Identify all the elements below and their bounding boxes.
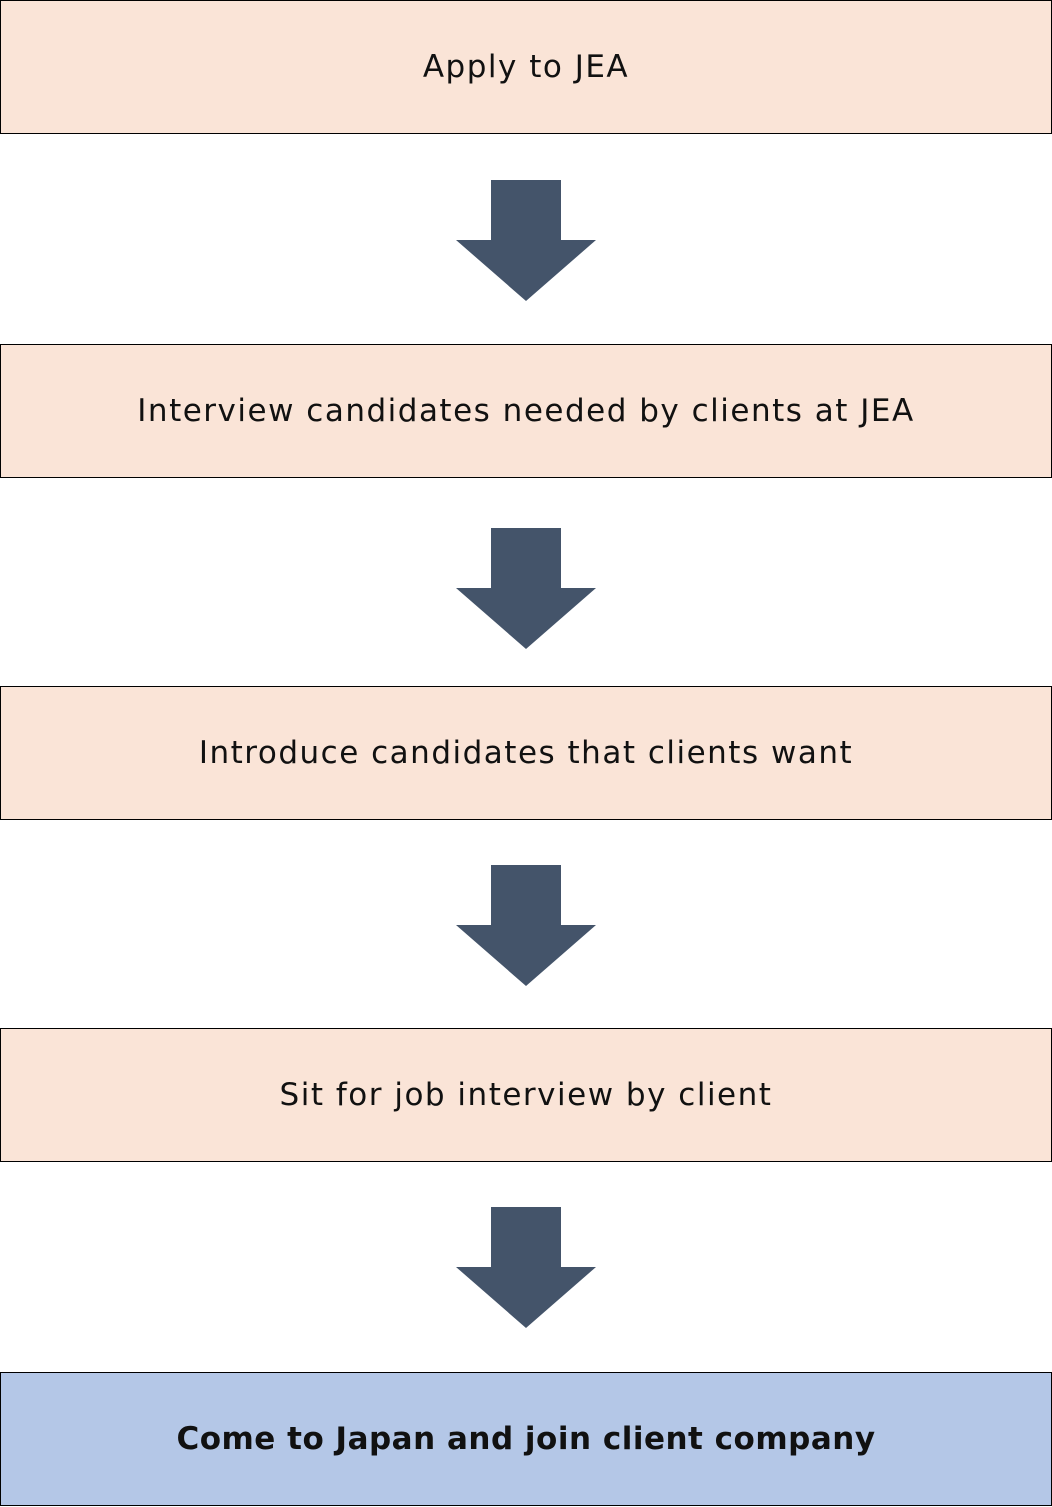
step-label: Apply to JEA (422, 49, 630, 85)
arrow-down-icon (456, 865, 596, 986)
step-apply-to-jea: Apply to JEA (0, 0, 1052, 134)
step-interview-candidates: Interview candidates needed by clients a… (0, 344, 1052, 478)
arrow-down-icon (456, 528, 596, 649)
step-introduce-candidates: Introduce candidates that clients want (0, 686, 1052, 820)
step-label: Sit for job interview by client (279, 1077, 773, 1113)
arrow-down-icon (456, 180, 596, 301)
step-label: Introduce candidates that clients want (198, 735, 854, 771)
step-job-interview: Sit for job interview by client (0, 1028, 1052, 1162)
step-label: Come to Japan and join client company (176, 1421, 876, 1457)
step-join-client-company: Come to Japan and join client company (0, 1372, 1052, 1506)
arrow-down-icon (456, 1207, 596, 1328)
step-label: Interview candidates needed by clients a… (137, 393, 915, 429)
